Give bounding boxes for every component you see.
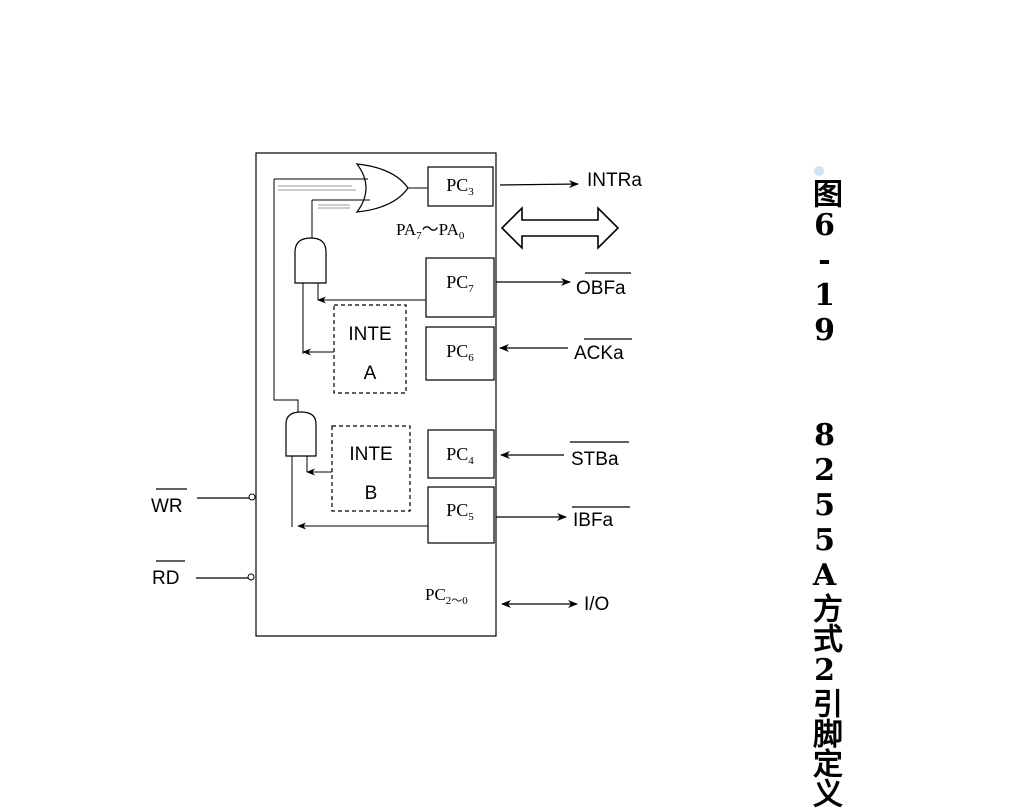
wire-or-to-and-b [273,179,299,412]
and-gate-a [294,237,327,284]
pc6-label: PC6 [446,341,474,364]
pc7-label: PC7 [446,272,474,295]
rd-label: RD [152,568,179,589]
inte-a-letter: A [364,363,377,384]
ibfa-label: IBFa [573,510,614,531]
inte-b-letter: B [365,483,378,504]
pc5-box [427,486,495,544]
inte-a-box [333,304,407,394]
rd-inversion-bubble [247,573,255,581]
intra-label: INTRa [587,170,642,191]
intra-line [499,180,579,189]
pc4-box [427,429,495,479]
pc3-label: PC3 [446,175,474,198]
pc7-box [425,257,495,318]
mode2-pin-diagram: INTE A INTE B PC3 PC7 PC6 PC4 PC5 PA7～PA… [151,152,642,637]
pc5-label: PC5 [446,500,474,523]
and-gate-b [285,411,317,457]
pa-port-label: PA7～PA0 [396,220,465,242]
chip-outline [255,152,497,637]
figure-caption: 图6-19 8255A方式2引脚定义 [807,178,842,808]
wr-inversion-bubble [248,493,256,501]
pc3-box [427,166,494,207]
acka-label: ACKa [574,343,624,364]
obfa-label: OBFa [576,278,626,299]
inte-b-box [331,425,411,512]
wr-label: WR [151,496,183,517]
inte-a-label: INTE [348,324,391,345]
stba-label: STBa [571,449,619,470]
inte-b-label: INTE [349,444,392,465]
bullet-icon [814,166,824,176]
pc4-label: PC4 [446,444,474,467]
pc20-label: PC2～0 [425,585,468,607]
io-label: I/O [584,594,609,615]
pc6-box [425,326,495,381]
pa-bidirectional-arrow [500,206,620,250]
or-gate [355,163,409,213]
